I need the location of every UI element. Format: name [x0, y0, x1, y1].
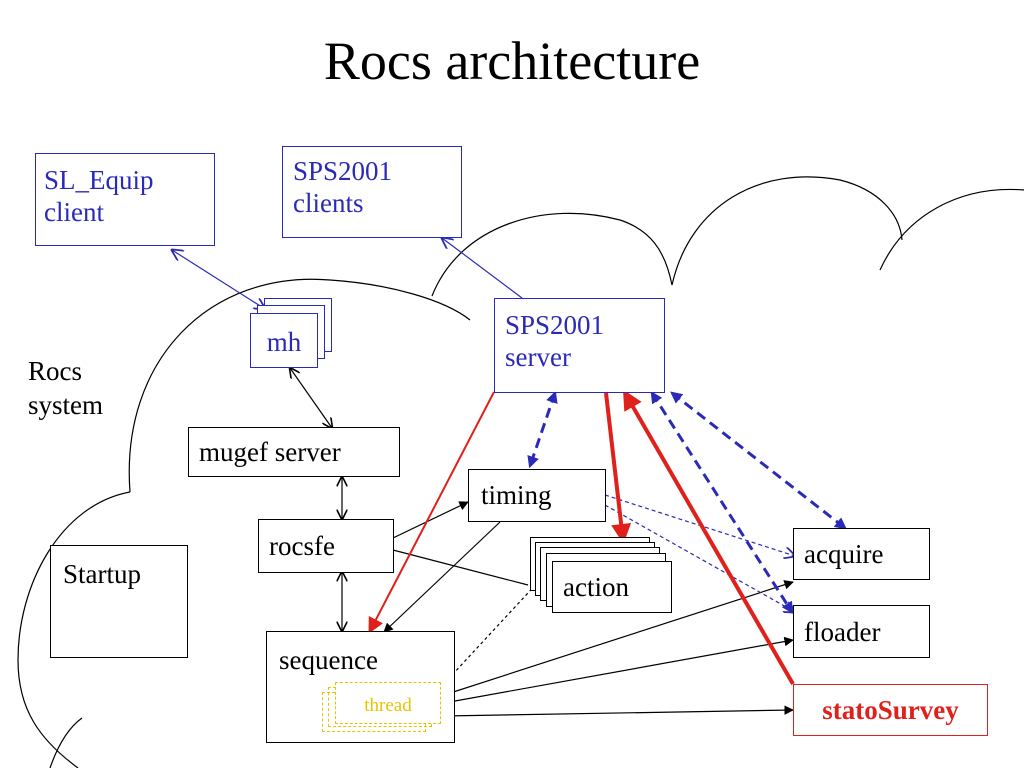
arrow-mh-mugef	[290, 368, 332, 428]
arrow-mh-slequip	[172, 250, 265, 309]
sl-equip-client-box: SL_Equip client	[35, 153, 215, 246]
sps2001-server-box: SPS2001 server	[494, 298, 665, 393]
arrow-server-sequence-red	[368, 391, 495, 634]
page-title: Rocs architecture	[323, 31, 701, 91]
arrow-thread-action-dashed	[439, 579, 541, 689]
mh-box: mh	[250, 313, 318, 368]
arrow-server-action-red	[604, 392, 632, 544]
thread-box: thread	[335, 682, 441, 724]
startup-box: Startup	[50, 545, 188, 658]
arrow-server-acquire-bold	[670, 391, 847, 530]
statosurvey-box: statoSurvey	[793, 684, 988, 736]
arrow-server-floader-bold	[650, 390, 794, 615]
arrow-timing-sequence	[383, 521, 501, 633]
arrow-statosurvey-server-red	[623, 389, 795, 685]
system-label: Rocs system	[28, 356, 104, 420]
arrow-rocsfe-timing	[392, 501, 469, 539]
floader-box: floader	[793, 605, 930, 658]
arrow-thread-statosurvey	[443, 705, 794, 717]
arrow-server-timing-bold	[527, 390, 558, 469]
timing-box: timing	[468, 469, 606, 522]
action-box: action	[552, 561, 672, 613]
line-rocsfe-action	[392, 549, 529, 586]
system-cloud-outline	[17, 176, 1024, 768]
arrow-timing-floader-dashed	[604, 504, 795, 612]
acquire-box: acquire	[793, 528, 930, 580]
arrow-thread-floader	[443, 636, 794, 704]
arrow-server-spsclients	[442, 238, 523, 299]
rocsfe-box: rocsfe	[258, 519, 394, 573]
sps2001-clients-box: SPS2001 clients	[282, 146, 462, 238]
mugef-server-box: mugef server	[188, 427, 400, 477]
